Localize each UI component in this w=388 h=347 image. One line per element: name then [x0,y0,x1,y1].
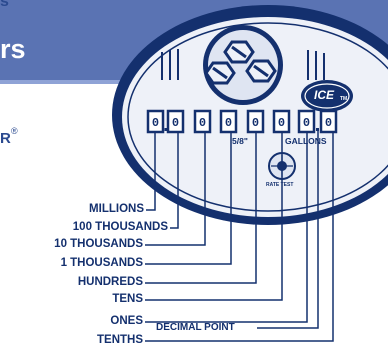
brand-trademark: TM [340,96,348,102]
digit-10-thousands: 0 [199,116,206,130]
meter-inner-rim [127,22,388,212]
hex-screw-left [204,61,236,85]
registered-mark: ® [11,126,18,136]
label-millions: MILLIONS [89,203,144,215]
leader-100-thousands [170,132,179,229]
leader-10-thousands [145,132,206,246]
leader-millions [146,132,156,211]
label-decimal-point: DECIMAL POINT [156,322,235,333]
leader-ones [145,132,308,323]
digit-100-thousands: 0 [172,116,179,130]
brand-logo: ICE [314,88,335,102]
leader-tenths [145,132,334,342]
digit-hundreds: 0 [252,116,259,130]
odometer-digits: 0 0 0 0 0 0 0 0 [152,116,332,130]
title-fragment: rs [0,34,26,64]
wheel-comma-1 [164,128,167,131]
gallons-label: GALLONS [285,136,327,146]
meter-ribs [161,49,325,80]
digit-wheel-100-thousands [166,109,185,134]
leader-tens [145,132,283,301]
digit-tenths: 0 [325,116,332,130]
callout-leader-lines [145,131,334,342]
digit-millions: 0 [152,116,159,130]
registered-word-fragment: R [0,130,11,147]
digit-wheel-10-thousands [193,109,212,134]
rate-test-label: RATE TEST [266,182,294,188]
digit-tens: 0 [278,116,285,130]
label-100-thousands: 100 THOUSANDS [72,221,168,233]
brand-logo-badge [301,80,353,112]
decimal-point-dot [316,128,319,131]
hex-screw-right [245,59,277,83]
hex-screw-top [223,40,255,64]
digit-wheel-tenths [319,109,338,134]
leader-thousands [145,132,232,265]
label-10-thousands: 10 THOUSANDS [54,238,143,250]
label-tenths: TENTHS [97,334,143,346]
fraction-label: 5/8" [232,136,248,146]
label-hundreds: HUNDREDS [77,276,143,288]
title-fragment-top: s [0,0,9,10]
digit-ones: 0 [303,116,310,130]
label-ones: ONES [110,315,143,327]
digit-thousands: 0 [225,116,232,130]
leader-decimal-point [257,131,319,329]
label-tens: TENS [112,293,143,305]
label-1-thousands: 1 THOUSANDS [60,257,143,269]
leader-hundreds [145,132,257,284]
digit-wheel-thousands [219,109,238,134]
